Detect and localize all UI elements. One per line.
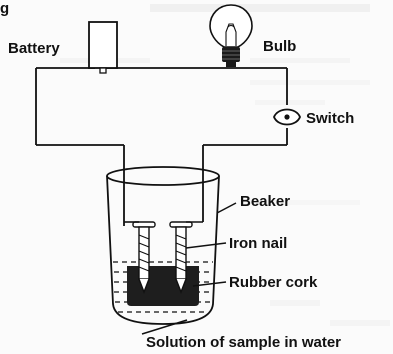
beaker-icon — [106, 166, 220, 325]
rubber-cork — [127, 266, 199, 306]
rubber-cork-label: Rubber cork — [229, 274, 318, 291]
bulb-label: Bulb — [263, 38, 296, 55]
iron-nail-right — [169, 221, 203, 294]
iron-nail-left — [123, 221, 156, 294]
iron-nail-label: Iron nail — [229, 235, 287, 252]
switch-label: Switch — [306, 110, 354, 127]
bulb-icon — [209, 4, 253, 67]
battery-label: Battery — [8, 40, 60, 57]
beaker-label: Beaker — [240, 193, 290, 210]
circuit-wire — [35, 67, 288, 222]
battery-icon — [88, 21, 118, 74]
leader-lines — [141, 202, 237, 335]
solution-label: Solution of sample in water — [146, 334, 341, 351]
header-fragment: g — [0, 0, 9, 17]
switch-icon — [273, 108, 301, 126]
